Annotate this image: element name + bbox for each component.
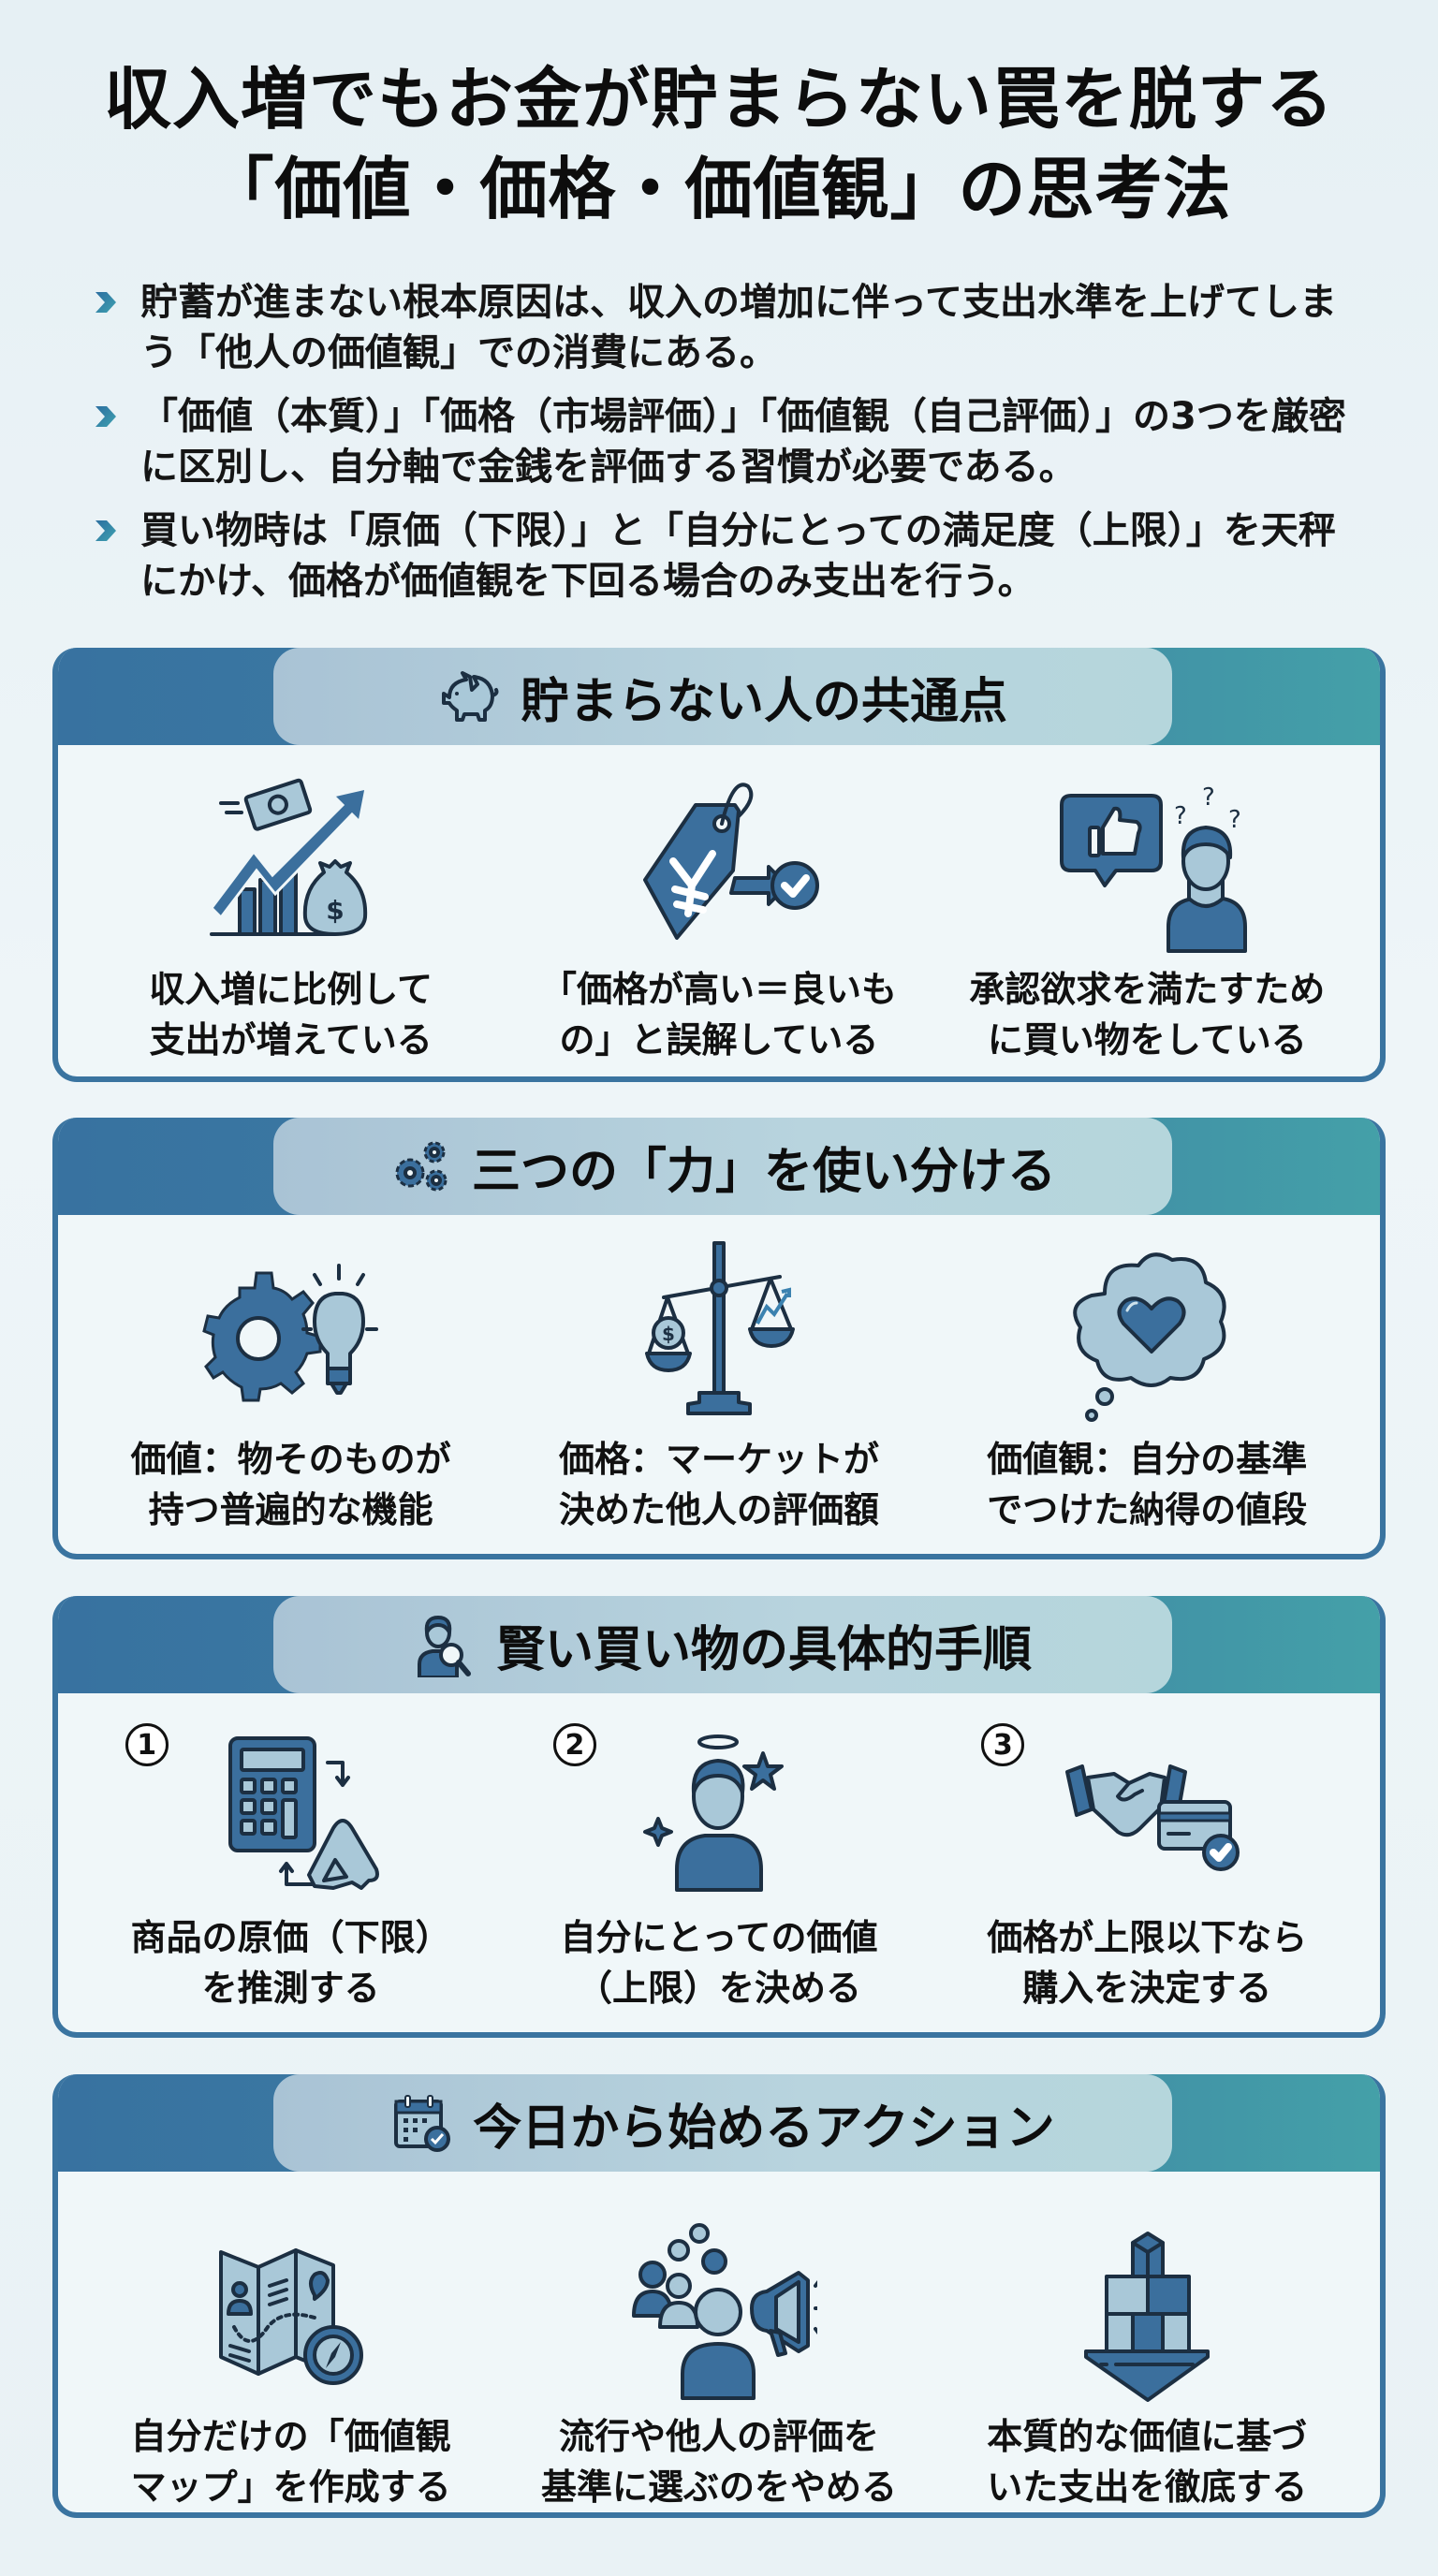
summary-bullet: 買い物時は「原価（下限）」と「自分にとっての満足度（上限）」を天秤にかけ、価格が…	[94, 505, 1367, 607]
item-card: 自分だけの「価値観 マップ」を作成する	[90, 2187, 492, 2512]
summary-bullets: 貯蓄が進まない根本原因は、収入の増加に伴って支出水準を上げてしまう「他人の価値観…	[94, 277, 1367, 620]
item-text: 自分にとっての価値 （上限）を決める	[560, 1917, 878, 2009]
section-title: 賢い買い物の具体的手順	[495, 1621, 1032, 1678]
gears-icon	[395, 1141, 448, 1192]
section-action-today: 今日から始めるアクション 自分だけの「価値観 マップ」を作成する	[52, 2074, 1386, 2518]
section-items: 自分だけの「価値観 マップ」を作成する 流行や他人の評価を 基準に選ぶのをやめる	[58, 2172, 1380, 2512]
section-title: 貯まらない人の共通点	[520, 673, 1007, 730]
item-text: 流行や他人の評価を 基準に選ぶのをやめる	[540, 2416, 897, 2508]
summary-bullet: 「価値（本質）」「価格（市場評価）」「価値観（自己評価）」の3つを厳密に区別し、…	[94, 391, 1367, 492]
person-halo-star-icon	[642, 1734, 784, 1892]
item-text: 本質的な価値に基づ いた支出を徹底する	[987, 2416, 1308, 2508]
item-text: 商品の原価（下限） を推測する	[130, 1917, 451, 2009]
item-card: 価値観：自分の基準 でつけた納得の値段	[946, 1230, 1348, 1535]
section-items: 1 商品の原価（下限） を推測する 2	[58, 1693, 1380, 2013]
section-title-pill: 賢い買い物の具体的手順	[273, 1596, 1172, 1693]
svg-text:?: ?	[1202, 783, 1215, 812]
svg-text:?: ?	[1228, 806, 1241, 834]
person-magnifier-icon	[417, 1616, 471, 1677]
bullet-text: 貯蓄が進まない根本原因は、収入の増加に伴って支出水準を上げてしまう「他人の価値観…	[140, 281, 1337, 374]
balance-scale-icon: $	[644, 1241, 795, 1415]
bullet-text: 「価値（本質）」「価格（市場評価）」「価値観（自己評価）」の3つを厳密に区別し、…	[140, 395, 1346, 489]
item-card: 本質的な価値に基づ いた支出を徹底する	[946, 2187, 1348, 2512]
section-header: 三つの「力」を使い分ける	[58, 1118, 1380, 1215]
step-number-badge: 2	[552, 1723, 596, 1766]
section-title-pill: 三つの「力」を使い分ける	[273, 1118, 1172, 1215]
bullet-text: 買い物時は「原価（下限）」と「自分にとっての満足度（上限）」を天秤にかけ、価格が…	[140, 509, 1336, 603]
item-card: ? ? ? 承認欲求を満たすため に買い物をしている	[946, 760, 1348, 1065]
page-title: 収入増でもお金が貯まらない罠を脱する 「価値・価格・価値観」の思考法	[0, 54, 1438, 234]
calculator-raw-material-icon	[227, 1736, 379, 1890]
section-title: 今日から始めるアクション	[473, 2100, 1055, 2157]
section-smart-shopping-steps: 賢い買い物の具体的手順 1 商品の原価（下限） を推測する 2	[52, 1596, 1386, 2038]
section-common-traits: 貯まらない人の共通点 $ 収入増に比例して 支出が増えている	[52, 648, 1386, 1082]
title-line-2: 「価値・価格・価値観」の思考法	[206, 150, 1232, 228]
section-header: 今日から始めるアクション	[58, 2074, 1380, 2172]
blocks-foundation-icon	[1084, 2232, 1211, 2402]
svg-text:?: ?	[1174, 802, 1187, 830]
section-items: 価値：物そのものが 持つ普遍的な機能 $ 価格：マーケットが 決めた他人の評価額	[58, 1215, 1380, 1535]
gear-lightbulb-icon	[201, 1264, 378, 1402]
step-number-badge: 1	[125, 1723, 169, 1766]
broken-piggy-bank-icon	[441, 671, 499, 722]
section-three-powers: 三つの「力」を使い分ける 価値：物そのものが 持つ普遍的な機能	[52, 1118, 1386, 1559]
section-title: 三つの「力」を使い分ける	[471, 1143, 1056, 1200]
section-title-pill: 今日から始めるアクション	[273, 2074, 1172, 2172]
step-card: 2 自分にとっての価値 （上限）を決める	[518, 1708, 920, 2013]
handshake-card-check-icon	[1065, 1764, 1240, 1871]
map-compass-icon	[218, 2248, 363, 2385]
item-text: 価格：マーケットが 決めた他人の評価額	[558, 1439, 879, 1530]
calendar-check-icon	[394, 2095, 451, 2152]
step-card: 1 商品の原価（下限） を推測する	[90, 1708, 492, 2013]
item-text: 価格が上限以下なら 購入を決定する	[987, 1917, 1308, 2009]
rising-chart-money-icon: $	[209, 778, 368, 936]
item-card: $ 価格：マーケットが 決めた他人の評価額	[518, 1230, 920, 1535]
chevron-right-icon	[95, 406, 116, 427]
section-items: $ 収入増に比例して 支出が増えている 「価格が高い＝良いも の」と誤解している	[58, 745, 1380, 1065]
chevron-right-icon	[95, 292, 116, 313]
item-text: 承認欲求を満たすため に買い物をしている	[969, 969, 1326, 1061]
heart-thought-bubble-icon	[1073, 1252, 1226, 1422]
chevron-right-icon	[95, 520, 116, 541]
yen-price-tag-check-icon	[642, 783, 819, 940]
item-text: 自分だけの「価値観 マップ」を作成する	[130, 2416, 451, 2508]
item-card: $ 収入増に比例して 支出が増えている	[90, 760, 492, 1065]
title-line-1: 収入増でもお金が貯まらない罠を脱する	[103, 60, 1334, 139]
svg-text:$: $	[662, 1323, 675, 1345]
crowd-megaphone-icon	[631, 2223, 817, 2400]
thumbs-up-confused-person-icon: ? ? ?	[1060, 783, 1248, 953]
svg-text:$: $	[326, 895, 344, 926]
summary-bullet: 貯蓄が進まない根本原因は、収入の増加に伴って支出水準を上げてしまう「他人の価値観…	[94, 277, 1367, 378]
step-number-badge: 3	[981, 1723, 1025, 1766]
item-text: 価値観：自分の基準 でつけた納得の値段	[987, 1439, 1308, 1530]
item-text: 「価格が高い＝良いも の」と誤解している	[540, 969, 897, 1061]
section-title-pill: 貯まらない人の共通点	[273, 648, 1172, 745]
section-header: 貯まらない人の共通点	[58, 648, 1380, 745]
step-card: 3 価格が上限以下なら 購入を決定する	[946, 1708, 1348, 2013]
item-text: 価値：物そのものが 持つ普遍的な機能	[130, 1439, 451, 1530]
item-text: 収入増に比例して 支出が増えている	[149, 969, 433, 1061]
item-card: 「価格が高い＝良いも の」と誤解している	[518, 760, 920, 1065]
item-card: 流行や他人の評価を 基準に選ぶのをやめる	[518, 2187, 920, 2512]
item-card: 価値：物そのものが 持つ普遍的な機能	[90, 1230, 492, 1535]
section-header: 賢い買い物の具体的手順	[58, 1596, 1380, 1693]
